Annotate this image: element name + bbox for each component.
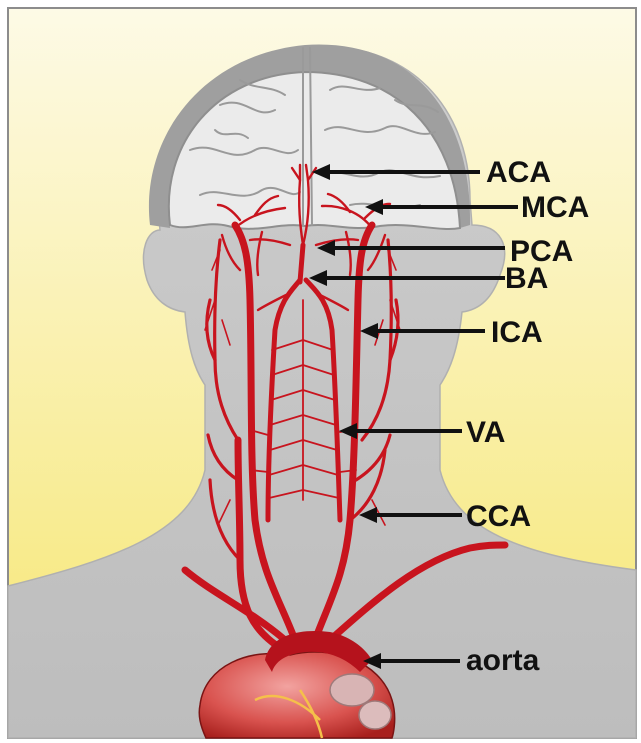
label-cca: CCA: [466, 502, 531, 532]
label-aorta: aorta: [466, 646, 539, 676]
heart-atrium-small: [359, 701, 391, 729]
heart-atrium: [330, 674, 374, 706]
label-ica: ICA: [491, 318, 543, 348]
label-ba: BA: [505, 264, 548, 294]
label-mca: MCA: [521, 193, 589, 223]
label-va: VA: [466, 418, 505, 448]
label-aca: ACA: [486, 158, 551, 188]
